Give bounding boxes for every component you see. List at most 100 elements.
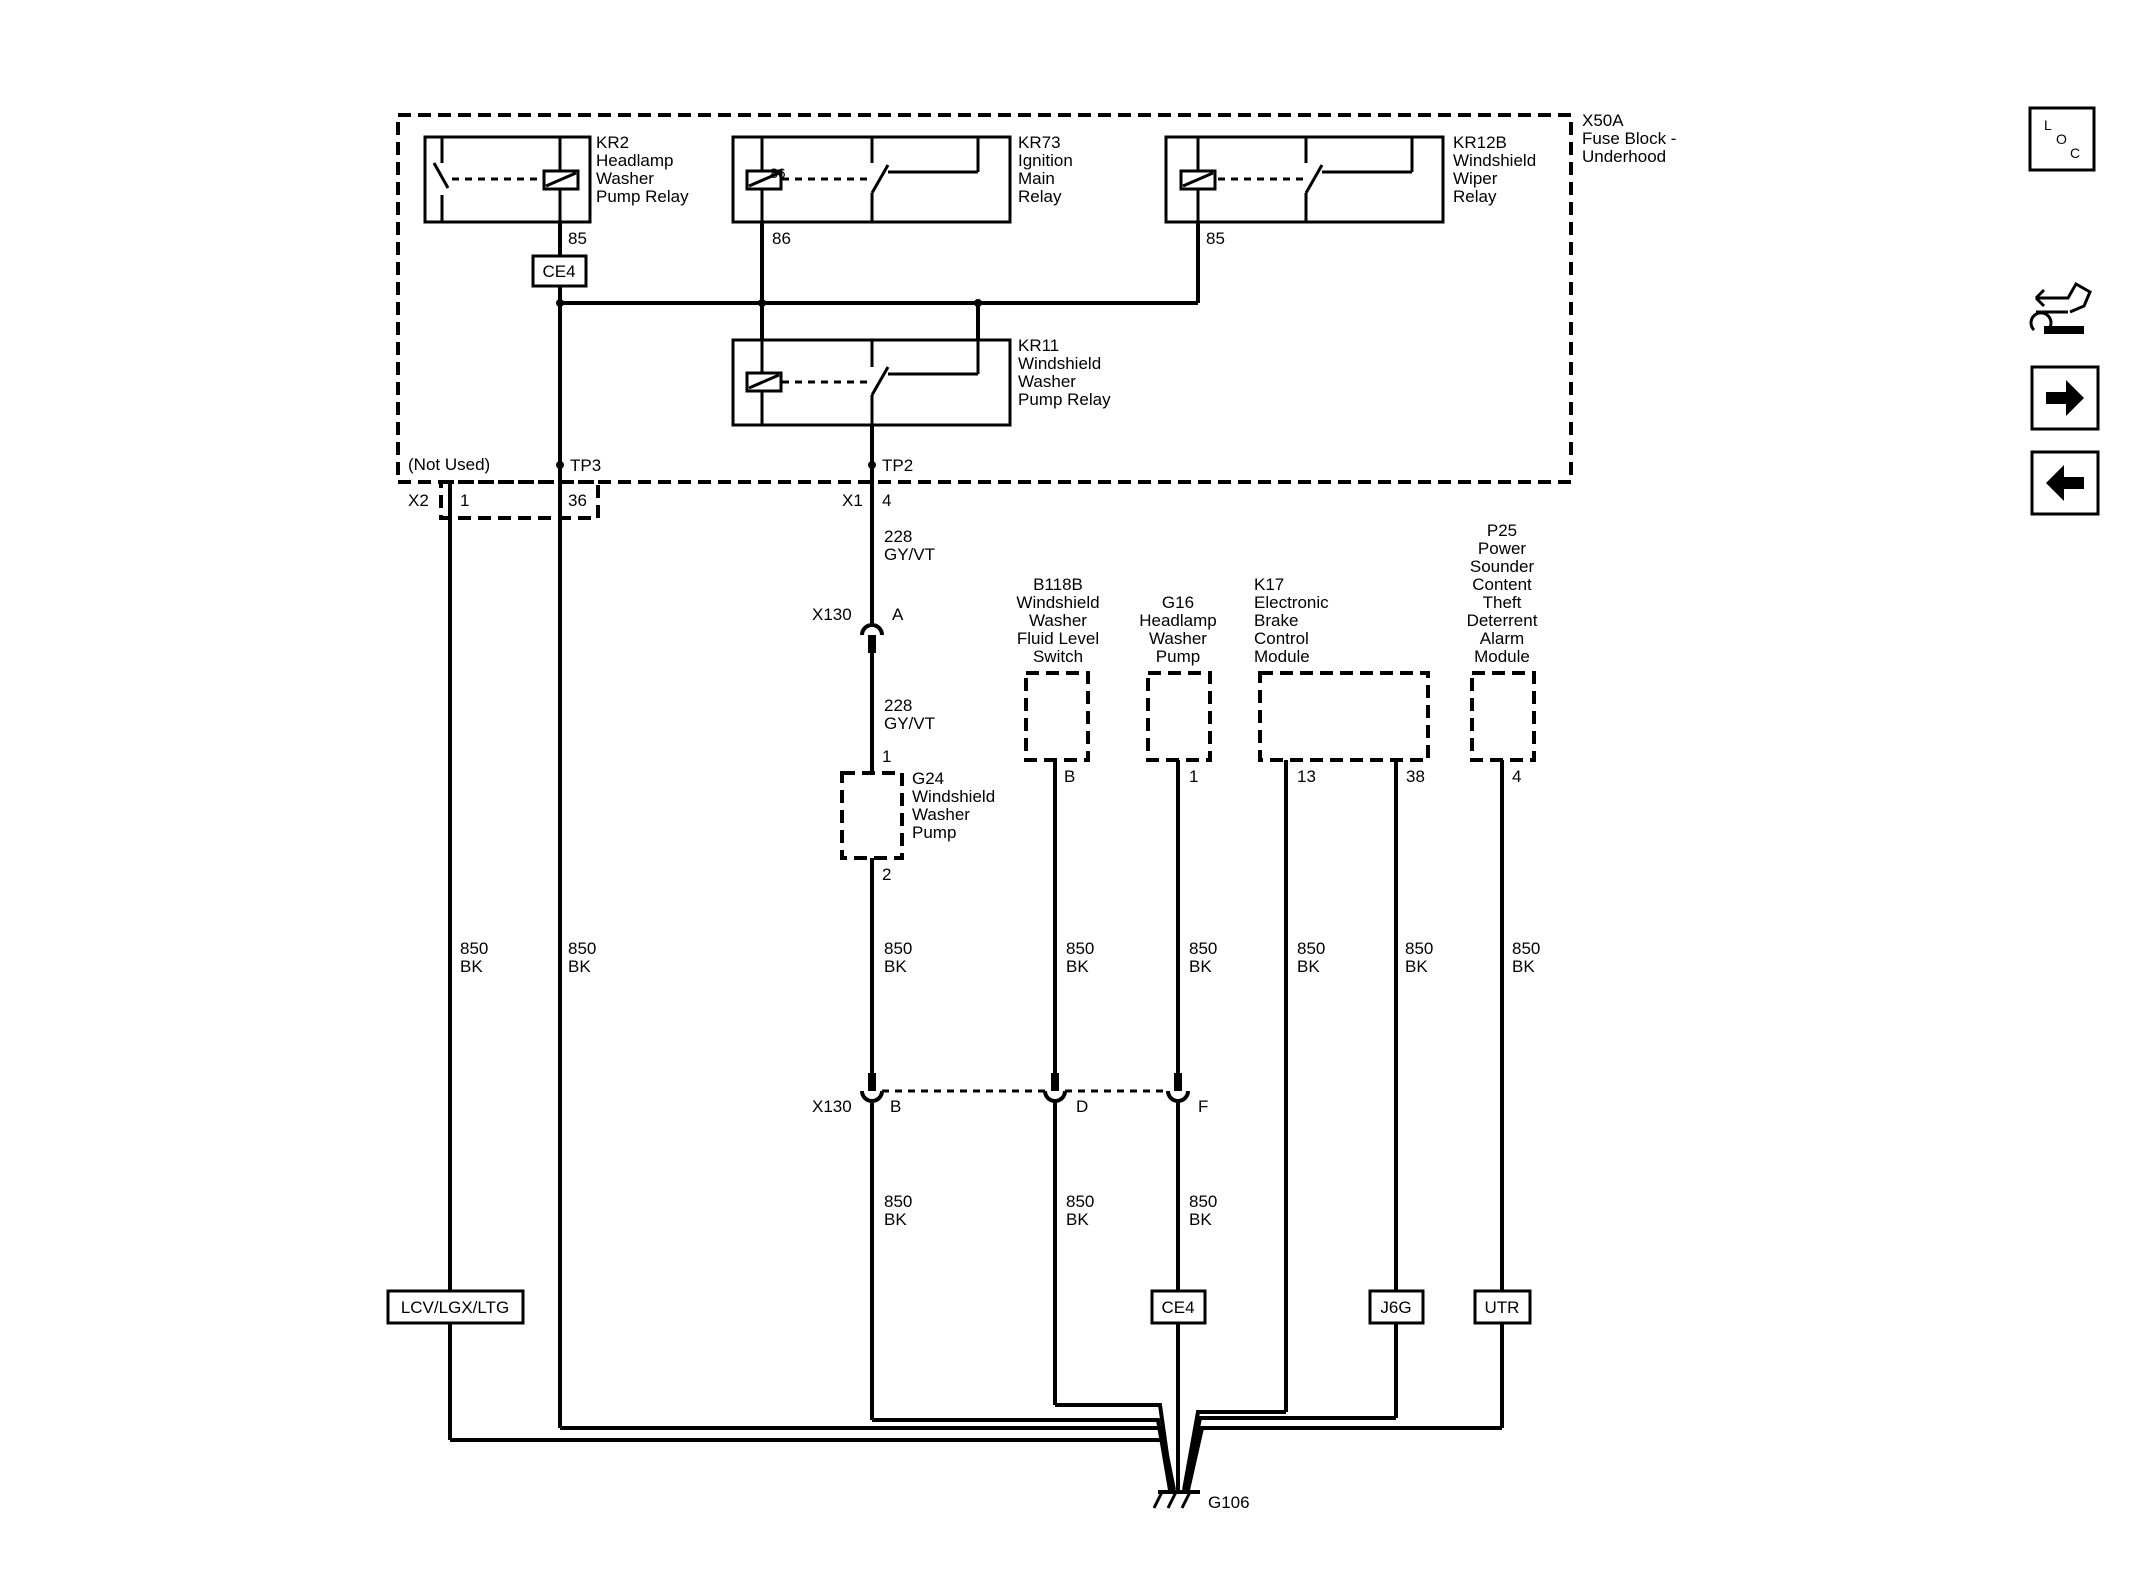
kr2-pin: 85 [568,229,587,248]
connector-x2 [439,480,600,520]
splice-dot [758,299,766,307]
b118b-label-2: Windshield [1016,593,1099,612]
fuse-block-outline [396,113,1573,484]
kr73-pin: 86 [772,229,791,248]
p25-label-5: Theft [1483,593,1522,612]
kr73-inner-pin: 86 [770,165,786,181]
option-j6g: J6G [1380,1298,1411,1317]
wire-850-tp3-color: BK [568,957,591,976]
wire-850-x130d-circuit: 850 [1066,1192,1094,1211]
fuse-block-wiring: CE4 (Not Used) TP3 TP2 [408,222,1200,475]
x130-pin-b: B [890,1097,901,1116]
connector-x130-bottom [860,1073,1190,1103]
g24-label-3: Washer [912,805,970,824]
kr73-label-1: KR73 [1018,133,1061,152]
kr11-label-1: KR11 [1018,336,1059,355]
x130-pin-f: F [1198,1097,1208,1116]
k17-label-2: Electronic [1254,593,1329,612]
splice-dot [974,299,982,307]
p25-label-6: Deterrent [1467,611,1538,630]
b118b-label-5: Switch [1033,647,1083,666]
g24-pin-1: 1 [882,747,891,766]
wire-850-b118b-circuit: 850 [1066,939,1094,958]
kr11-label-3: Washer [1018,372,1076,391]
option-ce4-bottom: CE4 [1161,1298,1194,1317]
wire-850-b118b-color: BK [1066,957,1089,976]
not-used-label: (Not Used) [408,455,490,474]
wire-228-top-circuit: 228 [884,527,912,546]
p25-label-1: P25 [1487,521,1517,540]
wire-850-x130d-color: BK [1066,1210,1089,1229]
wire-850-k17b-color: BK [1405,957,1428,976]
fuse-block-id: X50A [1582,111,1624,130]
wire-850-p25-color: BK [1512,957,1535,976]
kr2-label-2: Headlamp [596,151,674,170]
wire-850-k17a-color: BK [1297,957,1320,976]
b118b-pin: B [1064,767,1075,786]
x130-bottom-label: X130 [812,1097,852,1116]
wire-850-g24-color: BK [884,957,907,976]
ground-symbol-icon [1152,1490,1200,1509]
x1-label: X1 [842,491,863,510]
k17-label-1: K17 [1254,575,1284,594]
x130-pin-d: D [1076,1097,1088,1116]
wire-850-x2-color: BK [460,957,483,976]
arrow-left-icon[interactable] [2030,450,2100,516]
connector-x130-a-male [868,635,876,653]
x2-pin-1: 1 [460,491,469,510]
kr2-label-4: Pump Relay [596,187,689,206]
kr73-label-4: Relay [1018,187,1062,206]
p25-label-7: Alarm [1480,629,1524,648]
loc-button[interactable]: L O C [2028,106,2096,172]
kr2-label-1: KR2 [596,133,629,152]
kr12b-pin: 85 [1206,229,1225,248]
wire-850-x130b-circuit: 850 [884,1192,912,1211]
wire-850-g24-circuit: 850 [884,939,912,958]
kr12b-label-1: KR12B [1453,133,1507,152]
ground-g106: G106 [1208,1493,1250,1512]
relay-kr73: 86 KR73 Ignition Main Relay 86 [731,133,1073,248]
kr12b-label-2: Windshield [1453,151,1536,170]
connector-x130-a-female [860,623,884,636]
wire-850-x130f-circuit: 850 [1189,1192,1217,1211]
kr12b-label-4: Relay [1453,187,1497,206]
tp2-label: TP2 [882,456,913,475]
g16-label-4: Pump [1156,647,1200,666]
wire-850-x2-circuit: 850 [460,939,488,958]
p25-label-2: Power [1478,539,1527,558]
schematic-wrench-icon[interactable] [2029,281,2092,334]
k17-label-4: Control [1254,629,1309,648]
wire-850-k17a-circuit: 850 [1297,939,1325,958]
p25-label-3: Sounder [1470,557,1535,576]
p25-label-8: Module [1474,647,1530,666]
g24-label-2: Windshield [912,787,995,806]
relay-kr11: KR11 Windshield Washer Pump Relay [731,336,1111,427]
wire-228-mid-circuit: 228 [884,696,912,715]
g16-label-3: Washer [1149,629,1207,648]
wire-228-top-color: GY/VT [884,545,935,564]
g24-pin-2: 2 [882,865,891,884]
tp3-label: TP3 [570,456,601,475]
arrow-right-icon[interactable] [2030,365,2100,431]
fuse-block-label-1: Fuse Block - [1582,129,1676,148]
g16-label-2: Headlamp [1139,611,1217,630]
option-lcv-box [386,1289,525,1325]
fuse-block-label-2: Underhood [1582,147,1666,166]
relay-kr12b: KR12B Windshield Wiper Relay 85 [1164,133,1536,248]
option-j6g-box [1368,1289,1425,1325]
k17-pin-38: 38 [1406,767,1425,786]
component-k17 [1258,671,1430,762]
g16-pin: 1 [1189,767,1198,786]
wire-850-g16-color: BK [1189,957,1212,976]
k17-pin-13: 13 [1297,767,1316,786]
k17-label-3: Brake [1254,611,1298,630]
g24-label-1: G24 [912,769,944,788]
component-b118b [1024,671,1090,762]
b118b-label-1: B118B [1033,575,1083,594]
kr73-label-3: Main [1018,169,1055,188]
kr11-label-4: Pump Relay [1018,390,1111,409]
wire-850-x130f-color: BK [1189,1210,1212,1229]
x1-pin-4: 4 [882,491,891,510]
loc-letter-c: C [2070,145,2080,161]
